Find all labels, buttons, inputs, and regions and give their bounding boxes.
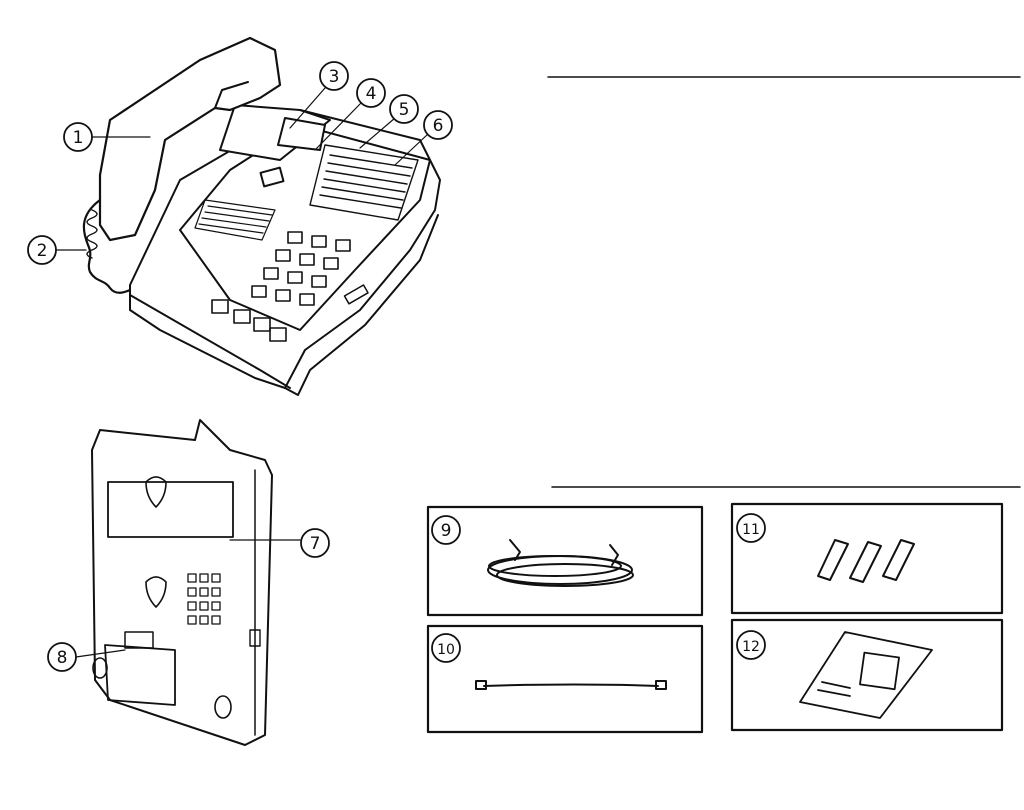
box-short-cord	[426, 624, 704, 734]
batteries-illustration	[817, 539, 915, 583]
svg-text:6: 6	[433, 116, 444, 136]
box-line-cord	[426, 505, 704, 617]
box-batteries	[730, 502, 1004, 615]
svg-text:2: 2	[37, 241, 48, 261]
svg-text:7: 7	[310, 534, 321, 554]
callout-10: 10	[431, 633, 461, 663]
wall-mount-hole	[145, 476, 167, 508]
callout-11: 11	[736, 513, 766, 543]
hook-switch	[259, 166, 285, 188]
callout-6: 6	[423, 110, 453, 140]
svg-text:12: 12	[742, 639, 760, 655]
phone-bottom-view	[75, 419, 301, 746]
line-cord-illustration	[487, 539, 634, 587]
svg-text:1: 1	[73, 128, 84, 148]
callout-5: 5	[389, 94, 419, 124]
svg-text:10: 10	[437, 642, 455, 658]
callout-8: 8	[47, 642, 77, 672]
display-window	[277, 117, 326, 151]
speaker-grille	[309, 144, 419, 221]
callout-4: 4	[356, 78, 386, 108]
manual-illustration	[799, 631, 933, 719]
svg-text:9: 9	[441, 521, 452, 541]
svg-text:3: 3	[329, 67, 340, 87]
svg-text:4: 4	[366, 84, 377, 104]
callout-9: 9	[431, 515, 461, 545]
callout-7: 7	[300, 528, 330, 558]
svg-text:11: 11	[742, 522, 760, 538]
telephone-front-view	[55, 36, 441, 396]
microphone-grille	[194, 199, 276, 241]
svg-text:5: 5	[399, 100, 410, 120]
side-switch	[343, 284, 369, 305]
callout-3: 3	[319, 61, 349, 91]
keypad	[251, 231, 351, 306]
callout-1: 1	[63, 122, 93, 152]
short-cord-illustration	[475, 680, 667, 690]
callout-12: 12	[736, 630, 766, 660]
svg-text:8: 8	[57, 648, 68, 668]
function-keys	[211, 299, 287, 342]
handset	[98, 36, 282, 242]
box-manual	[730, 618, 1004, 732]
callout-2: 2	[27, 235, 57, 265]
coiled-cord	[82, 198, 132, 294]
